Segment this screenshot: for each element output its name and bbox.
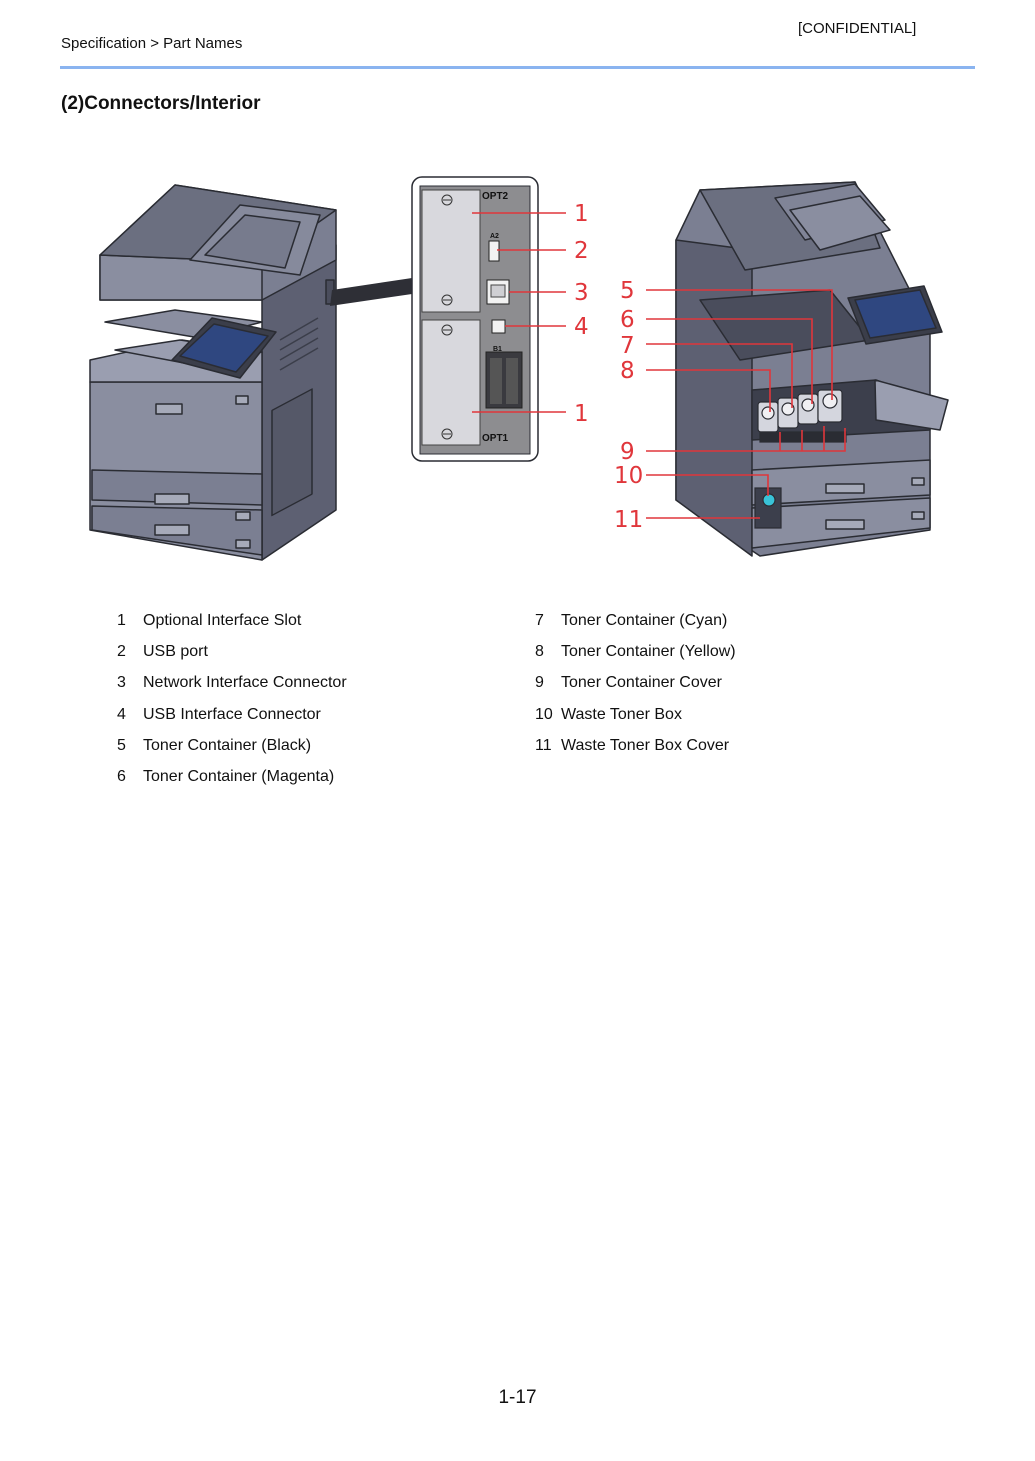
callout-11: 11 <box>614 507 643 533</box>
legend-item: 2 USB port <box>117 643 347 674</box>
legend-item: 11 Waste Toner Box Cover <box>535 737 736 768</box>
toner-containers-image <box>754 389 847 529</box>
legend-label: Network Interface Connector <box>143 674 347 692</box>
legend-number: 1 <box>117 612 126 629</box>
legend-label: Toner Container (Yellow) <box>561 643 736 661</box>
legend-number: 10 <box>535 705 553 723</box>
callout-1-bottom: 1 <box>574 401 589 427</box>
callout-6: 6 <box>620 307 635 333</box>
callout-8: 8 <box>620 358 635 384</box>
callout-7: 7 <box>620 333 635 359</box>
legend-left: 1 Optional Interface Slot 2 USB port 3 Netw… <box>117 612 347 799</box>
legend-label: Waste Toner Box Cover <box>561 736 730 754</box>
callout-lines <box>472 212 846 519</box>
callout-2: 2 <box>574 238 589 264</box>
legend-label: Toner Container (Magenta) <box>143 767 335 785</box>
panel-label-opt1: OPT1 <box>482 433 509 444</box>
callout-4: 4 <box>574 314 589 340</box>
legend-label: USB Interface Connector <box>143 705 321 723</box>
confidential-label: [CONFIDENTIAL] <box>798 20 917 37</box>
interface-panel-image: OPT2 OPT1 A2 B1 <box>411 176 539 462</box>
page-number: 1-17 <box>498 1387 537 1408</box>
legend-item: 10 Waste Toner Box <box>535 706 736 737</box>
panel-label-b1: B1 <box>493 346 502 353</box>
printer-illustration: OPT2 OPT1 A2 B1 <box>80 170 970 570</box>
legend-label: Toner Container (Cyan) <box>561 612 728 629</box>
legend-label: Toner Container (Black) <box>143 736 312 754</box>
callout-1-top: 1 <box>574 201 589 227</box>
legend-label: Toner Container Cover <box>561 674 722 692</box>
legend-item: 8 Toner Container (Yellow) <box>535 643 736 674</box>
legend-item: 1 Optional Interface Slot <box>117 612 347 643</box>
panel-label-a2: A2 <box>490 233 499 240</box>
callout-3: 3 <box>574 280 589 306</box>
legend-number: 6 <box>117 767 126 785</box>
printer-front-image <box>89 184 337 561</box>
callout-10: 10 <box>614 463 643 489</box>
legend-number: 3 <box>117 674 126 692</box>
callout-5: 5 <box>620 278 635 304</box>
legend-label: Waste Toner Box <box>561 705 682 723</box>
legend-label: USB port <box>143 643 208 661</box>
legend-number: 5 <box>117 736 126 754</box>
header-divider <box>60 66 975 69</box>
legend-item: 5 Toner Container (Black) <box>117 737 347 768</box>
legend-label: Optional Interface Slot <box>143 612 302 629</box>
legend-item: 6 Toner Container (Magenta) <box>117 768 347 799</box>
callout-9: 9 <box>620 439 635 465</box>
section-title: (2)Connectors/Interior <box>61 93 261 114</box>
legend-item: 9 Toner Container Cover <box>535 674 736 705</box>
legend-item: 3 Network Interface Connector <box>117 674 347 705</box>
legend-number: 9 <box>535 674 544 692</box>
legend-number: 2 <box>117 643 126 661</box>
legend-item: 4 USB Interface Connector <box>117 706 347 737</box>
legend-number: 4 <box>117 705 126 723</box>
legend-item: 7 Toner Container (Cyan) <box>535 612 736 643</box>
legend-number: 8 <box>535 643 544 661</box>
legend-number: 11 <box>535 736 552 754</box>
breadcrumb: Specification > Part Names <box>61 35 243 52</box>
panel-label-opt2: OPT2 <box>482 191 509 202</box>
legend-number: 7 <box>535 612 544 629</box>
